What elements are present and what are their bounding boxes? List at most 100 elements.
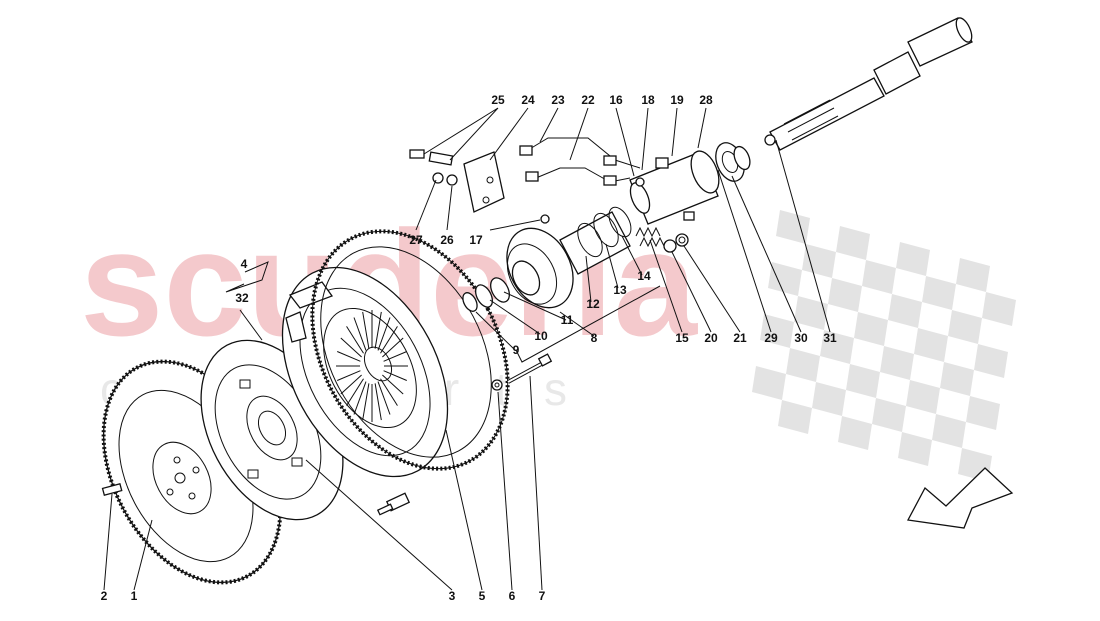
checker-square	[760, 314, 794, 348]
callout-1[interactable]: 1	[131, 589, 138, 603]
checker-square	[768, 262, 802, 296]
callout-25[interactable]: 25	[491, 93, 505, 107]
checker-square	[838, 416, 872, 450]
checker-square	[812, 382, 846, 416]
callout-28[interactable]: 28	[699, 93, 713, 107]
callout-9[interactable]: 9	[513, 343, 520, 357]
callout-14[interactable]: 14	[637, 269, 651, 283]
callout-6[interactable]: 6	[509, 589, 516, 603]
checker-square	[820, 330, 854, 364]
checker-square	[932, 414, 966, 448]
spring-finger	[377, 381, 391, 415]
callout-18[interactable]: 18	[641, 93, 655, 107]
clutch-input-shaft[interactable]	[764, 16, 975, 151]
callout-15[interactable]: 15	[675, 331, 689, 345]
checker-square	[794, 296, 828, 330]
callout-21[interactable]: 21	[733, 331, 747, 345]
checker-square	[922, 276, 956, 310]
callout-29[interactable]: 29	[764, 331, 778, 345]
callout-27[interactable]: 27	[409, 233, 423, 247]
flywheel-bolt[interactable]	[376, 492, 411, 516]
checker-square	[862, 260, 896, 294]
callout-26[interactable]: 26	[440, 233, 454, 247]
checker-square	[948, 310, 982, 344]
callout-23[interactable]: 23	[551, 93, 565, 107]
checker-square	[752, 366, 786, 400]
oil-seal[interactable]	[710, 139, 753, 186]
callout-12[interactable]: 12	[586, 297, 600, 311]
checker-square	[854, 312, 888, 346]
checker-square	[896, 242, 930, 276]
callout-16[interactable]: 16	[609, 93, 623, 107]
callout-11[interactable]: 11	[561, 313, 574, 327]
spring-finger	[377, 317, 391, 351]
direction-arrow-icon	[906, 467, 1014, 529]
checker-square	[872, 398, 906, 432]
spring-finger	[383, 351, 407, 362]
spring-finger	[362, 383, 370, 421]
spring-finger	[383, 370, 407, 381]
stud-bolt[interactable]	[507, 353, 553, 384]
callout-5[interactable]: 5	[479, 589, 486, 603]
flywheel-dowel[interactable]	[101, 482, 123, 496]
checker-square	[914, 328, 948, 362]
checker-square	[974, 344, 1008, 378]
spring-finger	[362, 311, 370, 349]
checker-square	[888, 294, 922, 328]
callout-7[interactable]: 7	[539, 589, 546, 603]
callout-3[interactable]: 3	[449, 589, 456, 603]
checker-square	[802, 244, 836, 278]
callout-10[interactable]: 10	[534, 329, 548, 343]
callout-30[interactable]: 30	[794, 331, 808, 345]
callout-17[interactable]: 17	[469, 233, 483, 247]
release-bearing-assembly[interactable]	[460, 204, 635, 320]
checker-square	[828, 278, 862, 312]
checker-square	[940, 362, 974, 396]
callout-24[interactable]: 24	[521, 93, 535, 107]
leader-lines	[103, 107, 831, 591]
clutch-pressure-plate[interactable]	[249, 239, 481, 504]
callout-32[interactable]: 32	[235, 291, 249, 305]
pipe-bracket[interactable]	[463, 151, 505, 213]
flywheel-ring-gear[interactable]	[273, 197, 547, 502]
diaphragm-spring	[336, 310, 408, 422]
callout-22[interactable]: 22	[581, 93, 595, 107]
spring-finger	[380, 378, 398, 406]
spring-finger	[374, 311, 382, 349]
spring-finger	[337, 351, 361, 362]
checker-square	[982, 292, 1016, 326]
spring[interactable]	[635, 226, 665, 248]
watermark-checker-flag	[752, 210, 1016, 482]
checker-square	[846, 364, 880, 398]
checker-square	[778, 400, 812, 434]
checker-square	[776, 210, 810, 244]
spring-finger	[353, 317, 367, 351]
o-ring[interactable]	[663, 233, 689, 253]
checker-square	[898, 432, 932, 466]
callout-13[interactable]: 13	[613, 283, 627, 297]
callout-8[interactable]: 8	[591, 331, 598, 345]
spring-finger	[340, 374, 362, 395]
spring-finger	[340, 337, 362, 358]
washer[interactable]	[491, 379, 503, 391]
spring-finger	[382, 374, 404, 395]
checker-square	[786, 348, 820, 382]
checker-square	[836, 226, 870, 260]
bleed-screw[interactable]	[409, 149, 550, 224]
spring-finger	[353, 381, 367, 415]
callout-20[interactable]: 20	[704, 331, 718, 345]
callout-2[interactable]: 2	[101, 589, 108, 603]
callout-31[interactable]: 31	[823, 331, 837, 345]
checker-square	[956, 258, 990, 292]
spring-finger	[374, 383, 382, 421]
spring-finger	[380, 326, 398, 354]
hydraulic-pipe[interactable]	[519, 137, 641, 186]
callout-19[interactable]: 19	[670, 93, 684, 107]
spring-finger	[382, 337, 404, 358]
checker-square	[906, 380, 940, 414]
spring-finger	[346, 326, 364, 354]
clutch-slave-cylinder[interactable]	[627, 147, 725, 225]
callout-4[interactable]: 4	[241, 257, 248, 271]
